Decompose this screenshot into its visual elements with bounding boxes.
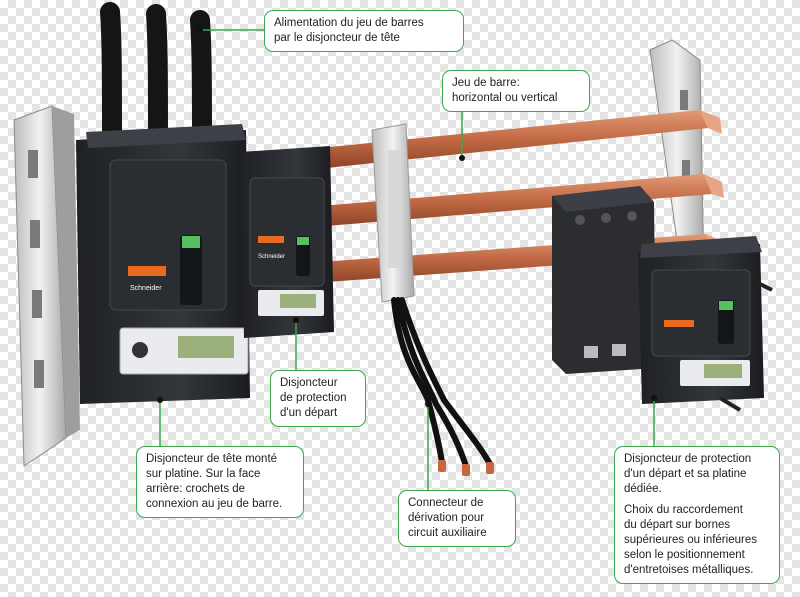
derivation-connector [371,123,415,303]
dedicated-plate [552,186,656,374]
callout-disjoncteur-depart: Disjoncteur de protection d'un départ [270,370,366,427]
leader-dots [157,27,657,407]
callout-disjoncteur-tete: Disjoncteur de tête monté sur platine. S… [136,446,304,518]
callout-jeu-de-barre-text: Jeu de barre: horizontal ou vertical [452,77,558,104]
left-mounting-rail [13,105,80,467]
plate-breaker [638,236,773,412]
cable-copper-tips [438,460,494,476]
supply-cables [100,2,212,152]
departure-breaker: Schneider [240,146,334,338]
callout-connecteur: Connecteur de dérivation pour circuit au… [398,490,516,547]
svg-text:Schneider: Schneider [130,285,162,292]
callout-jeu-de-barre: Jeu de barre: horizontal ou vertical [442,70,590,112]
callout-disjoncteur-platine-text1: Disjoncteur de protection d'un départ et… [624,453,752,495]
svg-text:Schneider: Schneider [258,254,285,260]
callout-disjoncteur-depart-text: Disjoncteur de protection d'un départ [280,377,347,419]
callout-disjoncteur-tete-text: Disjoncteur de tête monté sur platine. S… [146,453,283,510]
main-breaker: Schneider [76,124,250,404]
auxiliary-cables [391,297,493,469]
callout-connecteur-text: Connecteur de dérivation pour circuit au… [408,497,487,539]
callout-disjoncteur-platine-text2: Choix du raccordement du départ sur born… [624,504,757,576]
leader-lines [159,29,655,490]
callout-alimentation: Alimentation du jeu de barres par le dis… [264,10,464,52]
callout-alimentation-text: Alimentation du jeu de barres par le dis… [274,17,424,44]
callout-disjoncteur-platine: Disjoncteur de protection d'un départ et… [614,446,780,584]
